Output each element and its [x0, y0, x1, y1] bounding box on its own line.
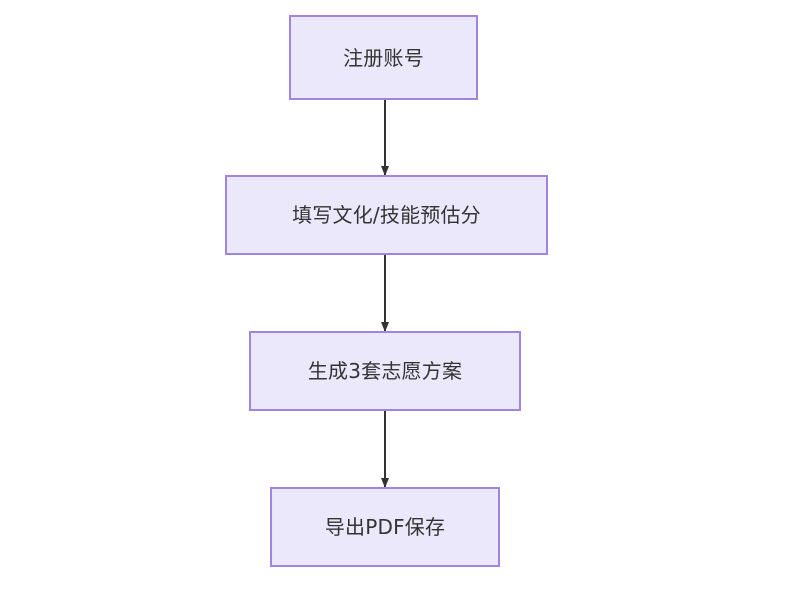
flow-node-generate-plans-label: 生成3套志愿方案: [307, 359, 463, 383]
flow-node-register[interactable]: 注册账号: [289, 15, 478, 100]
flow-node-fill-scores-label: 填写文化/技能预估分: [292, 203, 481, 227]
flow-node-export-pdf[interactable]: 导出PDF保存: [270, 487, 500, 567]
flow-node-export-pdf-label: 导出PDF保存: [324, 515, 446, 539]
flow-node-fill-scores[interactable]: 填写文化/技能预估分: [225, 175, 548, 255]
flow-node-generate-plans[interactable]: 生成3套志愿方案: [249, 331, 521, 411]
flow-node-register-label: 注册账号: [343, 45, 424, 70]
